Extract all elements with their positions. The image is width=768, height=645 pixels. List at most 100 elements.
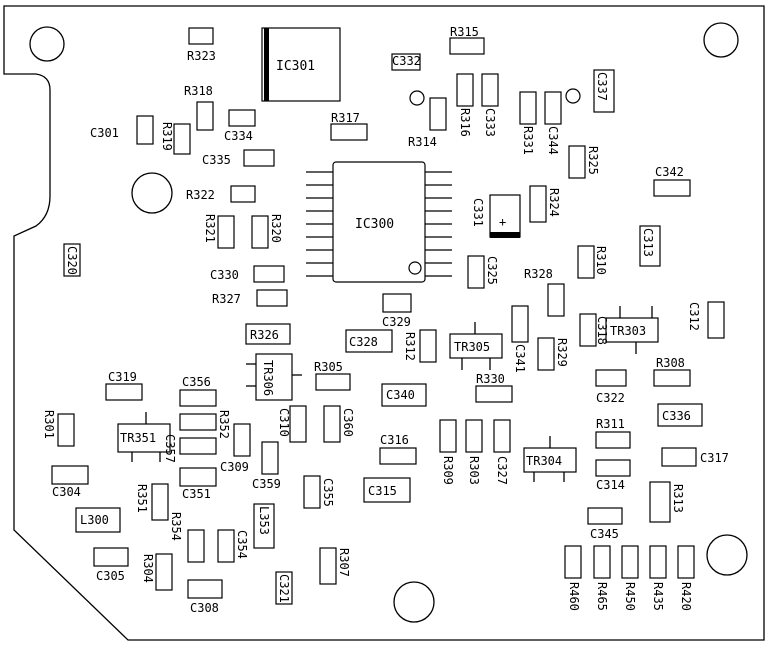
mounting-hole [29,26,65,62]
tr306: TR306 [246,353,302,401]
svg-text:R324: R324 [547,188,561,217]
svg-text:R310: R310 [594,246,608,275]
mounting-hole [703,22,739,58]
tr304: TR304 [523,436,577,482]
capacitor-c331-body: + [489,194,521,238]
svg-text:TR304: TR304 [526,454,562,468]
svg-text:C344: C344 [546,126,560,155]
ic301: IC301 [261,27,341,102]
svg-text:R465: R465 [595,582,609,611]
ic300: IC300 [306,161,452,283]
svg-text:R313: R313 [671,484,685,513]
svg-text:C322: C322 [596,391,625,405]
svg-text:C357: C357 [163,434,177,463]
component-labels: R323 R318 C301 R319 C334 C335 R322 R321 … [42,25,729,615]
svg-text:C334: C334 [224,129,253,143]
tr305: TR305 [449,322,503,370]
svg-text:C319: C319 [108,370,137,384]
tr351: TR351 [117,412,171,462]
test-point [565,88,581,104]
svg-text:R329: R329 [555,338,569,367]
svg-text:C327: C327 [495,456,509,485]
svg-text:R460: R460 [567,582,581,611]
svg-text:R315: R315 [450,25,479,39]
board-outline [3,5,765,641]
svg-text:R305: R305 [314,360,343,374]
svg-text:C313: C313 [641,228,655,257]
svg-text:TR351: TR351 [120,431,156,445]
test-point [409,90,425,106]
svg-text:C312: C312 [687,302,701,331]
svg-text:R308: R308 [656,356,685,370]
svg-text:R301: R301 [42,410,56,439]
svg-text:R327: R327 [212,292,241,306]
svg-text:R352: R352 [217,410,231,439]
svg-text:C342: C342 [655,165,684,179]
svg-text:R304: R304 [141,554,155,583]
svg-text:TR306: TR306 [261,360,275,396]
svg-text:R303: R303 [467,456,481,485]
pads [51,27,725,605]
svg-text:C359: C359 [252,477,281,491]
svg-text:IC301: IC301 [276,59,315,74]
svg-text:R319: R319 [160,122,174,151]
mounting-hole [393,581,435,623]
svg-text:C341: C341 [513,344,527,373]
svg-text:R320: R320 [269,214,283,243]
svg-text:C318: C318 [595,316,609,345]
mounting-hole [706,534,748,576]
svg-text:TR303: TR303 [610,324,646,338]
svg-text:R450: R450 [623,582,637,611]
svg-text:C328: C328 [349,335,378,349]
svg-text:C332: C332 [392,54,421,68]
svg-text:R307: R307 [337,548,351,577]
svg-text:C354: C354 [235,530,249,559]
svg-text:C316: C316 [380,433,409,447]
svg-text:R312: R312 [403,332,417,361]
svg-text:C317: C317 [700,451,729,465]
svg-text:C329: C329 [382,315,411,329]
svg-text:R317: R317 [331,111,360,125]
svg-text:C331: C331 [471,198,485,227]
svg-text:C314: C314 [596,478,625,492]
svg-text:R326: R326 [250,328,279,342]
svg-text:C321: C321 [277,574,291,603]
svg-text:R354: R354 [169,512,183,541]
svg-text:TR305: TR305 [454,340,490,354]
tr303: TR303 [605,306,659,354]
svg-text:C360: C360 [341,408,355,437]
svg-text:R316: R316 [458,108,472,137]
svg-text:L353: L353 [257,506,271,535]
svg-text:C308: C308 [190,601,219,615]
svg-text:R321: R321 [203,214,217,243]
svg-text:R309: R309 [441,456,455,485]
svg-text:R328: R328 [524,267,553,281]
svg-text:C310: C310 [277,408,291,437]
svg-text:IC300: IC300 [355,217,394,232]
svg-text:R331: R331 [521,126,535,155]
svg-text:C305: C305 [96,569,125,583]
svg-text:C325: C325 [485,256,499,285]
svg-text:R314: R314 [408,135,437,149]
svg-text:C335: C335 [202,153,231,167]
svg-text:C351: C351 [182,487,211,501]
svg-text:R311: R311 [596,417,625,431]
svg-text:C320: C320 [65,246,79,275]
svg-text:R420: R420 [679,582,693,611]
svg-text:R351: R351 [135,484,149,513]
svg-text:+: + [499,215,506,229]
svg-text:R435: R435 [651,582,665,611]
svg-text:C315: C315 [368,484,397,498]
svg-text:C345: C345 [590,527,619,541]
svg-text:C340: C340 [386,388,415,402]
svg-text:C301: C301 [90,126,119,140]
svg-text:C336: C336 [662,409,691,423]
svg-text:C337: C337 [595,72,609,101]
svg-text:R323: R323 [187,49,216,63]
svg-text:C355: C355 [321,478,335,507]
svg-text:C330: C330 [210,268,239,282]
svg-text:C356: C356 [182,375,211,389]
svg-text:L300: L300 [80,513,109,527]
svg-text:R325: R325 [586,146,600,175]
